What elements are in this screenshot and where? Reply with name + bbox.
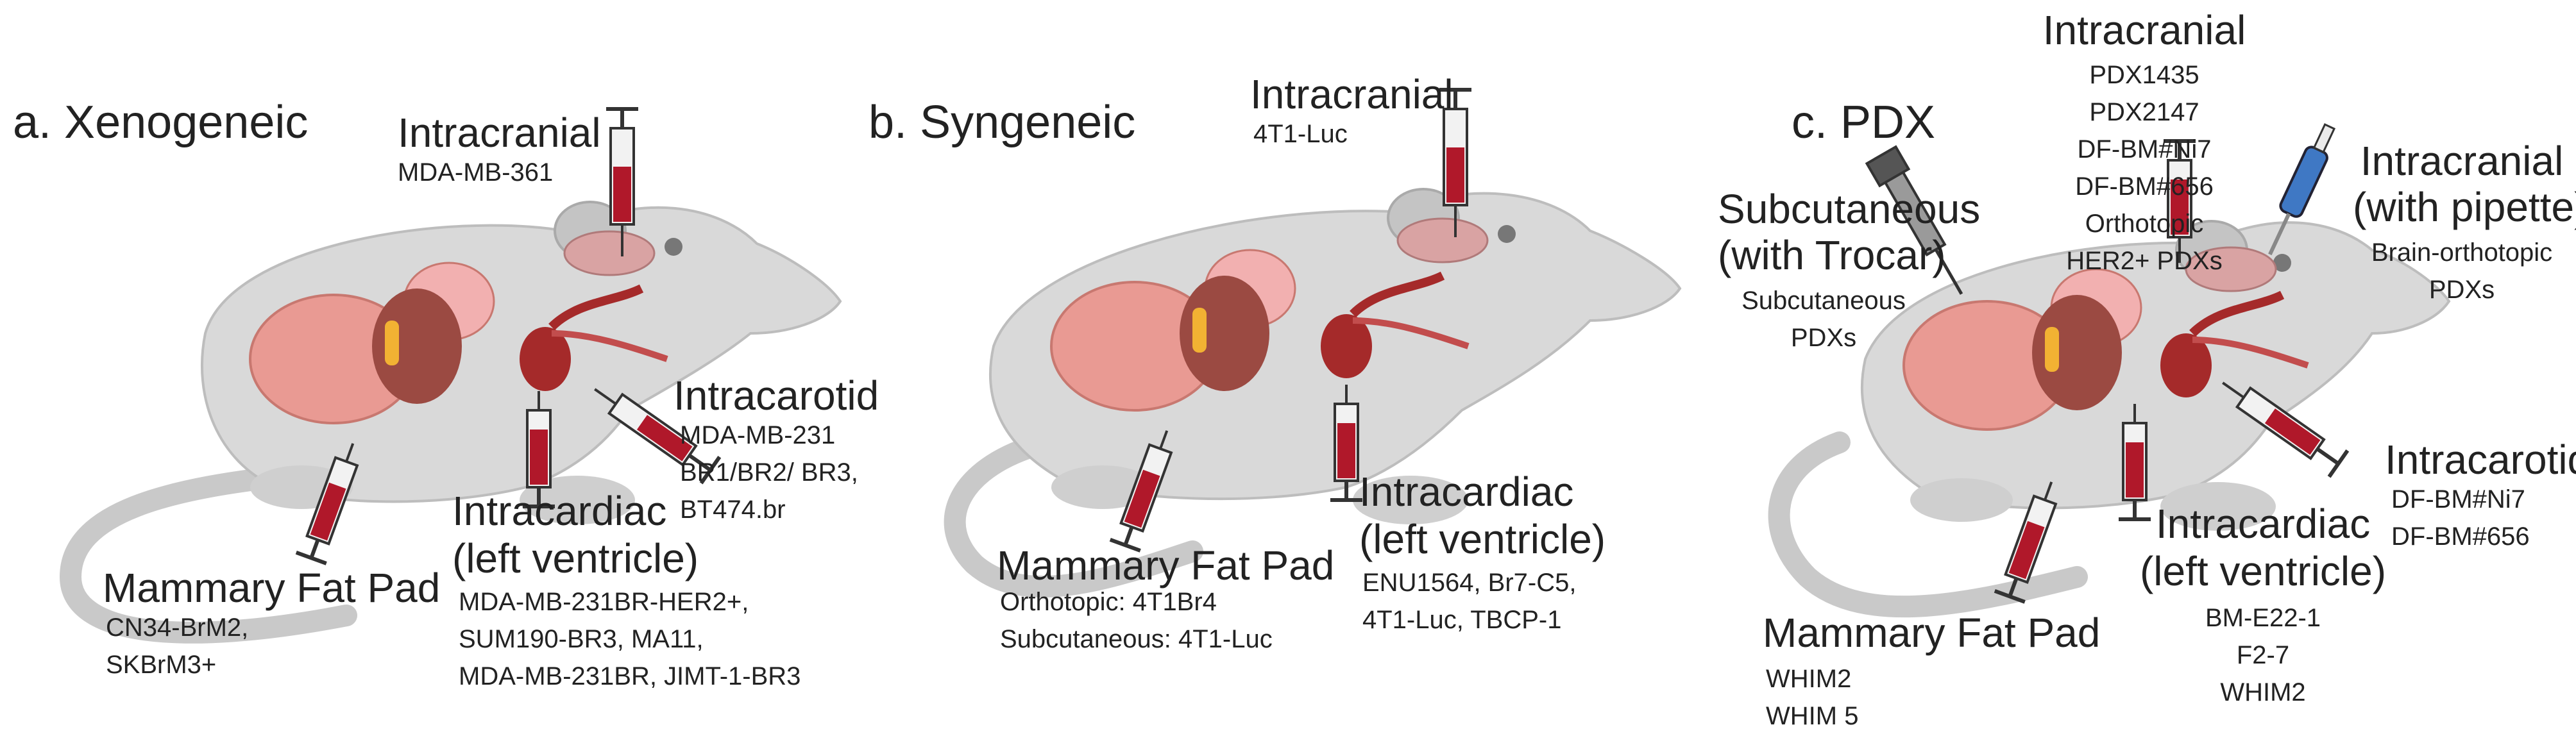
trocar-icon [1865,145,1963,295]
syringe-icon [1109,430,1173,553]
syringe-icon [2222,381,2350,478]
syringe-icon [606,107,638,256]
intracarotid-label: Intracarotid [674,372,879,419]
mammary-label: Mammary Fat Pad [1763,610,2101,656]
intracarotid-lines: DF-BM#Ni7 DF-BM#656 [2391,485,2530,551]
syringe-icon [1330,385,1362,502]
panel-syngeneic: b. Syngeneic Intracranial 4T1-Luc Intrac… [859,0,1718,743]
pipette-lines: Brain-orthotopic PDXs [2371,238,2553,304]
subcutaneous-label: Subcutaneous (with Trocar) [1718,186,1981,278]
syringe-icon [1439,88,1471,237]
mammary-lines: CN34-BrM2, SKBrM3+ [106,614,249,679]
intracardiac-label: Intracardiac (left ventricle) [2139,501,2387,594]
syringe-icon [1994,481,2058,604]
intracardiac-lines: BM-E22-1 F2-7 WHIM2 [2205,604,2321,706]
syringe-icon [2119,404,2151,521]
pipette-label: Intracranial (with pipette) [2353,138,2576,230]
intracranial-label: Intracranial [2042,7,2246,53]
intracranial-lines: PDX1435 PDX2147 DF-BM#Ni7 DF-BM#656 Orth… [2066,61,2223,275]
mammary-lines: Orthotopic: 4T1Br4 Subcutaneous: 4T1-Luc [1000,588,1273,653]
panel-title: c. PDX [1792,97,1936,148]
subcutaneous-lines: Subcutaneous PDXs [1741,287,1906,352]
syringe-icon [295,443,359,565]
syringe-icon [2164,139,2196,263]
panel-title: b. Syngeneic [869,97,1136,148]
intracranial-lines: 4T1-Luc [1253,120,1348,148]
intracranial-lines: MDA-MB-361 [398,158,554,187]
mouse-illustration [1768,123,2451,618]
intracarotid-label: Intracarotid [2385,437,2576,483]
mouse-illustration [944,88,1682,597]
panel-title: a. Xenogeneic [13,97,309,148]
intracardiac-label: Intracardiac (left ventricle) [1359,469,1606,562]
syringe-icon [523,391,555,508]
panel-xenogeneic: a. Xenogeneic Intracranial MDA-MB-361 In… [0,0,879,743]
panel-pdx: c. PDX Intracranial PDX1435 PDX2147 DF-B… [1718,0,2576,743]
mouse-illustration [59,107,842,644]
syringe-icon [594,388,722,485]
intracarotid-lines: MDA-MB-231 BR1/BR2/ BR3, BT474.br [680,421,858,524]
pipette-icon [2268,123,2336,256]
intracardiac-label: Intracardiac (left ventricle) [452,488,699,581]
intracranial-label: Intracranial [1250,71,1453,117]
intracranial-label: Intracranial [398,110,601,156]
intracardiac-lines: ENU1564, Br7-C5, 4T1-Luc, TBCP-1 [1362,569,1577,634]
intracardiac-lines: MDA-MB-231BR-HER2+, SUM190-BR3, MA11, MD… [459,588,801,690]
mammary-label: Mammary Fat Pad [997,542,1335,589]
mammary-label: Mammary Fat Pad [103,565,441,611]
mammary-lines: WHIM2 WHIM 5 [1766,665,1859,730]
